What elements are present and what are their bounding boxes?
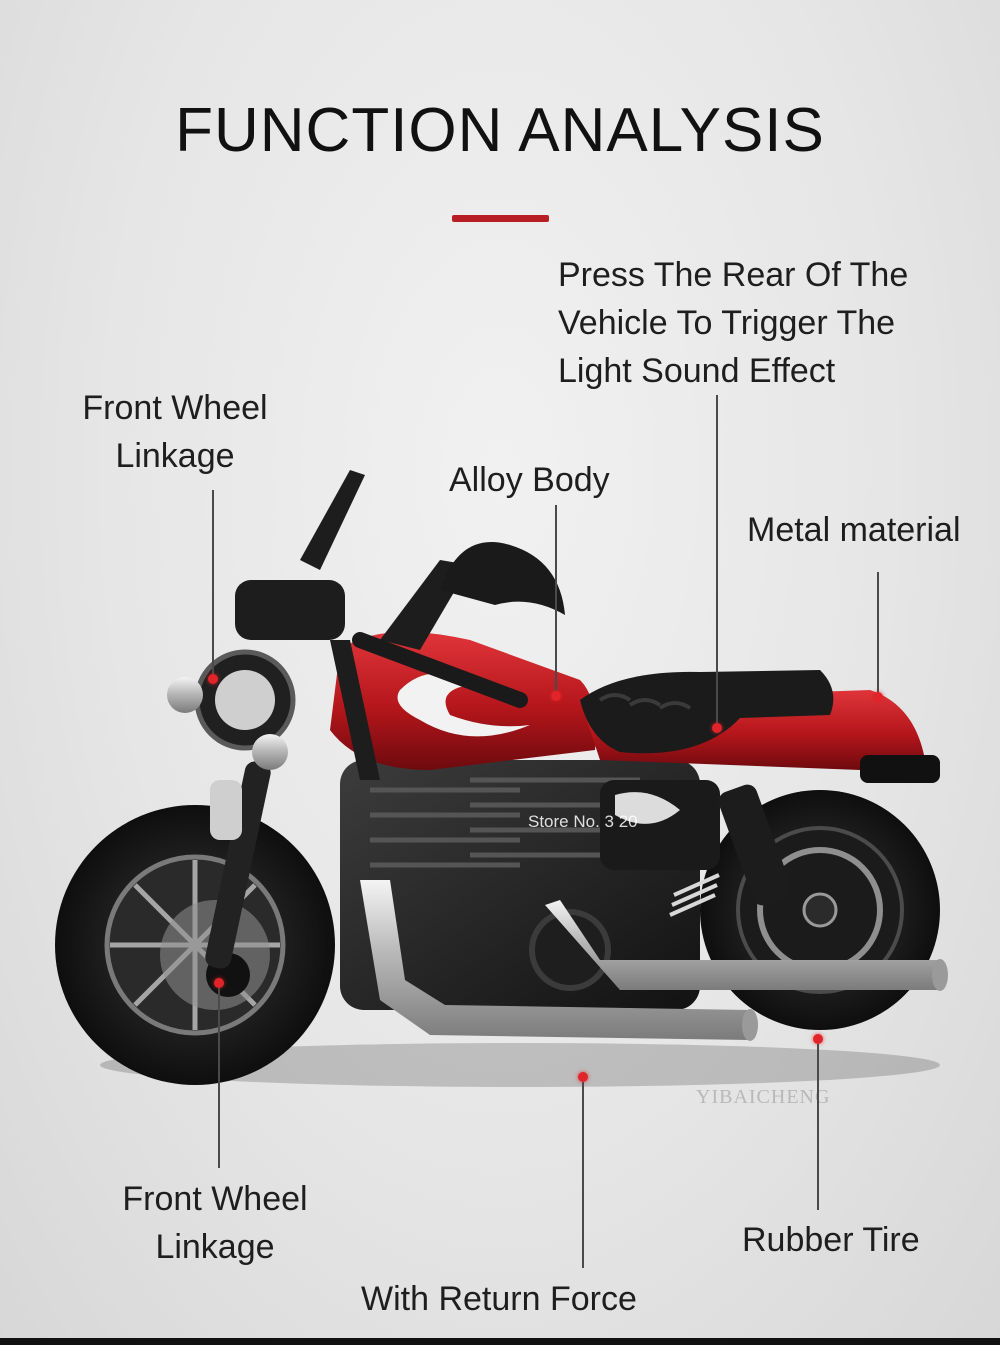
callout-line: Light Sound Effect	[558, 352, 836, 390]
marker-dot	[208, 674, 218, 684]
marker-dot	[551, 691, 561, 701]
title-accent-bar	[452, 215, 549, 222]
marker-dot	[813, 1034, 823, 1044]
callout-line: Front Wheel	[82, 389, 268, 427]
marker-dot	[578, 1072, 588, 1082]
callout-return-force: With Return Force	[361, 1280, 637, 1318]
brand-watermark: YIBAICHENG	[696, 1086, 831, 1108]
store-watermark: Store No. 3 20	[528, 812, 638, 831]
callout-metal-material: Metal material	[747, 511, 961, 549]
callout-line: Linkage	[155, 1228, 275, 1266]
leader-line	[817, 1044, 819, 1210]
leader-line	[212, 490, 214, 675]
leader-line	[555, 505, 557, 693]
front-forks	[205, 761, 271, 969]
callout-line: Front Wheel	[122, 1180, 308, 1218]
callout-line: Vehicle To Trigger The	[558, 304, 896, 342]
leader-line	[716, 395, 718, 725]
marker-dot	[712, 723, 722, 733]
headlight-handlebars	[167, 470, 565, 780]
marker-dot	[873, 692, 883, 702]
callout-front-wheel-linkage-top: Front Wheel Linkage	[40, 384, 310, 480]
seat	[580, 670, 834, 754]
rear-shock	[669, 784, 792, 917]
fuel-tank	[330, 632, 596, 770]
leader-line	[877, 572, 879, 694]
callout-line: Linkage	[115, 437, 235, 475]
bottom-rule	[0, 1338, 1000, 1345]
callout-alloy-body: Alloy Body	[449, 461, 610, 499]
leader-line	[582, 1082, 584, 1268]
exhaust-pipes	[360, 880, 948, 1041]
callout-rubber-tire: Rubber Tire	[742, 1221, 920, 1259]
marker-dot	[214, 978, 224, 988]
page-title: FUNCTION ANALYSIS	[175, 96, 825, 165]
callout-light-sound: Press The Rear Of The Vehicle To Trigger…	[558, 251, 908, 395]
callout-front-wheel-linkage-bottom: Front Wheel Linkage	[80, 1175, 350, 1271]
engine	[340, 760, 720, 1010]
front-wheel	[55, 805, 335, 1085]
leader-line	[218, 988, 220, 1168]
callout-line: Press The Rear Of The	[558, 256, 909, 294]
